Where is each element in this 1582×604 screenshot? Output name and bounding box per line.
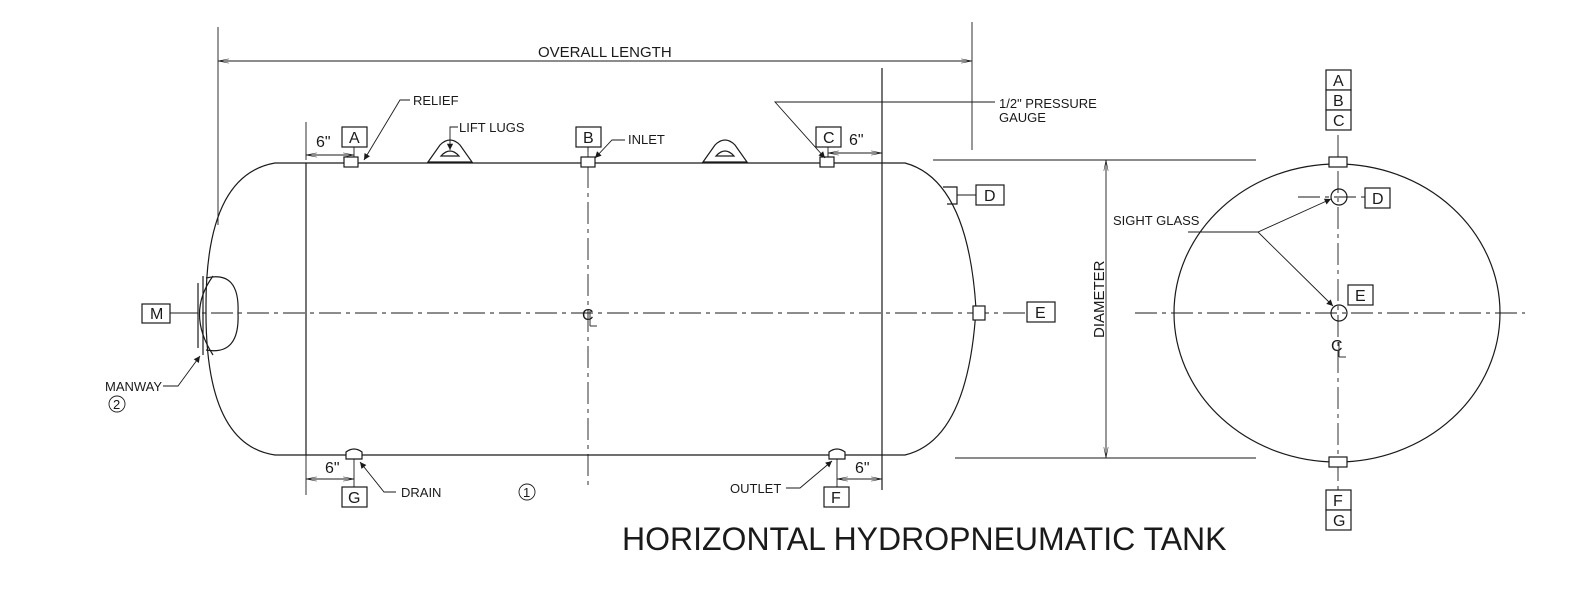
- lift-lug-left: [426, 139, 474, 163]
- note-1: 1: [523, 485, 530, 500]
- end-view-tag-g: G: [1333, 513, 1345, 530]
- note-1-circle: [518, 483, 536, 501]
- nozzle-tag-f-box: [823, 486, 850, 508]
- end-view-tag-e: E: [1355, 288, 1366, 305]
- pressure-gauge-callout: 1/2" PRESSURE: [999, 96, 1097, 111]
- nozzle-tag-a-box: [341, 126, 368, 148]
- end-view-tag-b: B: [1333, 93, 1344, 110]
- nozzle-tag-f: F: [831, 490, 841, 507]
- end-view-tag-e-box: [1347, 284, 1374, 306]
- manway-callout: MANWAY: [105, 379, 162, 394]
- offset-c-label: 6": [849, 132, 864, 149]
- end-view: C A B C F G D E: [1135, 69, 1525, 531]
- note-2-circle: [108, 395, 126, 413]
- overall-length-label: OVERALL LENGTH: [538, 44, 672, 61]
- nozzle-tag-m-box: [141, 303, 171, 324]
- nozzle-tag-m: M: [150, 306, 163, 323]
- manway-cover: [205, 276, 239, 352]
- nozzle-tag-b: B: [583, 130, 594, 147]
- offset-f-label: 6": [855, 460, 870, 477]
- drawing-title: HORIZONTAL HYDROPNEUMATIC TANK: [622, 521, 1226, 557]
- centerline-symbol: C: [582, 307, 597, 327]
- end-view-tag-a: A: [1333, 73, 1344, 90]
- end-view-bottom-nozzle: [1328, 456, 1348, 468]
- sight-glass-callout: SIGHT GLASS: [1113, 213, 1200, 228]
- nozzle-tag-e-box: [1026, 301, 1056, 323]
- manway: [197, 275, 239, 356]
- end-view-tag-g-box: [1325, 509, 1352, 531]
- nozzle-f: [828, 448, 846, 460]
- lift-lug-right: [701, 139, 749, 163]
- manway-flange: [198, 275, 214, 356]
- end-view-tag-d: D: [1372, 191, 1384, 208]
- diameter-dimension: DIAMETER SIGHT GLASS: [933, 159, 1256, 459]
- drain-callout: DRAIN: [401, 485, 441, 500]
- nozzle-tag-d: D: [984, 188, 996, 205]
- sight-glass-leader-e: [1257, 231, 1334, 307]
- nozzle-e: [972, 305, 986, 321]
- left-head: [205, 162, 306, 456]
- nozzle-a: [343, 156, 359, 168]
- diameter-label: DIAMETER: [1091, 260, 1108, 338]
- pressure-gauge-callout-line2: GAUGE: [999, 110, 1046, 125]
- nozzle-tag-b-box: [575, 126, 602, 148]
- nozzle-c: [819, 156, 835, 168]
- nozzle-tag-g-box: [341, 486, 368, 508]
- nozzle-tag-g: G: [348, 490, 360, 507]
- svg-text:C: C: [582, 307, 594, 324]
- right-head: [882, 162, 977, 456]
- offset-g-label: 6": [325, 460, 340, 477]
- nozzle-d: [943, 186, 958, 205]
- nozzle-tag-e: E: [1035, 305, 1046, 322]
- svg-text:C: C: [1331, 338, 1343, 355]
- end-view-nozzle-e: [1330, 304, 1348, 322]
- note-2: 2: [113, 397, 120, 412]
- end-view-centerline-symbol: C: [1331, 338, 1346, 358]
- nozzle-tag-a: A: [349, 130, 360, 147]
- sight-glass-leader-d: [1188, 198, 1332, 233]
- nozzle-tag-c: C: [823, 130, 835, 147]
- relief-callout: RELIEF: [413, 93, 459, 108]
- nozzle-tag-c-box: [815, 126, 842, 148]
- nozzle-tag-d-box: [975, 184, 1005, 206]
- lift-lugs-callout: LIFT LUGS: [459, 120, 525, 135]
- nozzle-b: [580, 156, 596, 168]
- end-view-tag-f: F: [1333, 493, 1343, 510]
- end-view-tag-c-box: [1325, 109, 1352, 131]
- offset-a-label: 6": [316, 134, 331, 151]
- side-view: C M MANWAY 2 OVERALL LENGTH LIFT LUGS: [105, 22, 1097, 508]
- end-view-tag-c: C: [1333, 113, 1345, 130]
- inlet-callout: INLET: [628, 132, 665, 147]
- end-view-tag-d-box: [1364, 187, 1391, 209]
- end-view-top-nozzle: [1328, 156, 1348, 168]
- nozzle-g: [345, 448, 363, 460]
- outlet-callout: OUTLET: [730, 481, 781, 496]
